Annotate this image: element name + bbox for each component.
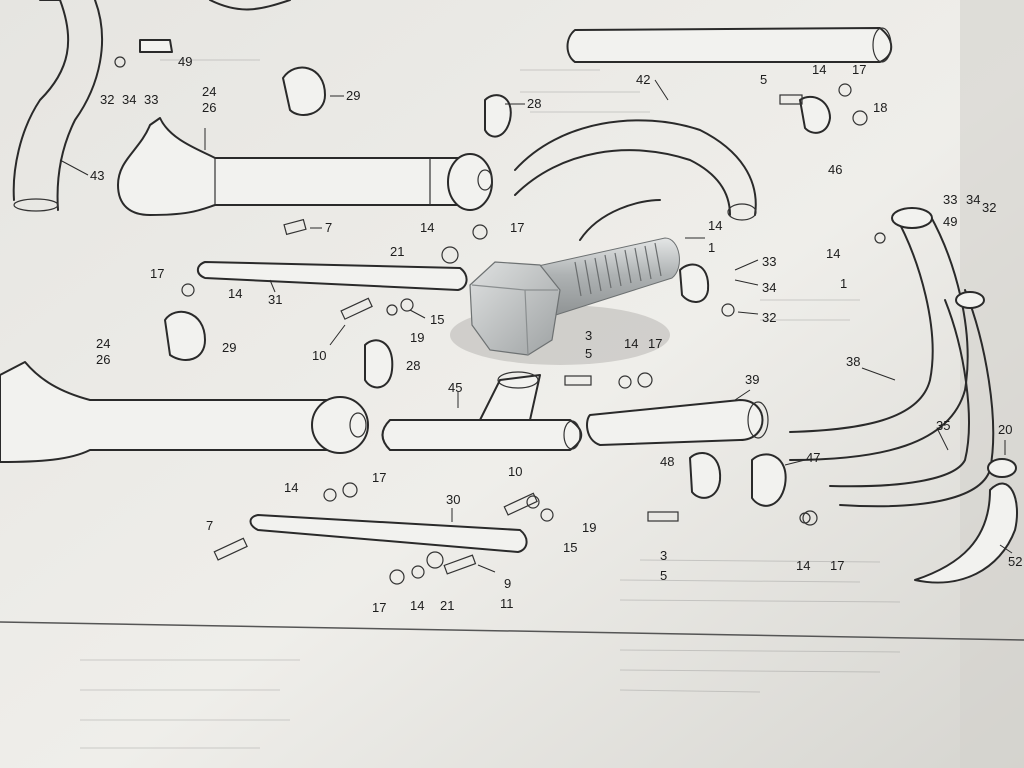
callout-17e: 17 [648,336,662,351]
callout-3b: 3 [660,548,667,563]
leader-lines [59,79,1013,573]
callout-19: 19 [410,330,424,345]
callout-1: 1 [708,240,715,255]
hex-bolt-object [450,237,680,365]
callout-10b: 10 [508,464,522,479]
callout-31: 31 [268,292,282,307]
callout-18: 18 [873,100,887,115]
callout-14c: 14 [228,286,242,301]
callout-34c: 34 [966,192,980,207]
callout-14d: 14 [708,218,722,233]
callout-14g: 14 [284,480,298,495]
page-edge [960,0,1024,768]
callout-42: 42 [636,72,650,87]
callout-14b: 14 [420,220,434,235]
small-hardware [114,56,886,585]
callout-21: 21 [390,244,404,259]
callout-32c: 32 [982,200,996,215]
callout-17b: 17 [510,220,524,235]
callout-32b: 32 [762,310,776,325]
callout-33: 33 [144,92,158,107]
callout-28: 28 [527,96,541,111]
callout-35: 35 [936,418,950,433]
callout-49: 49 [178,54,192,69]
pipe-38 [789,214,934,433]
callout-3: 3 [585,328,592,343]
callout-5: 5 [760,72,767,87]
callout-1b: 1 [840,276,847,291]
callout-38: 38 [846,354,860,369]
callout-7: 7 [325,220,332,235]
callout-26: 26 [202,100,216,115]
callout-29b: 29 [222,340,236,355]
callout-14e: 14 [624,336,638,351]
callout-5b: 5 [585,346,592,361]
clamp-parts [139,39,831,507]
callout-14i: 14 [410,598,424,613]
callout-26b: 26 [96,352,110,367]
callout-17g: 17 [372,470,386,485]
callout-19b: 19 [582,520,596,535]
callout-5c: 5 [660,568,667,583]
callout-14: 14 [812,62,826,77]
pipe-39 [586,399,764,446]
callout-33c: 33 [943,192,957,207]
callout-15: 15 [430,312,444,327]
callout-24: 24 [202,84,216,99]
crossover-pipe-45 [381,419,583,451]
callout-21b: 21 [440,598,454,613]
callout-14h: 14 [796,558,810,573]
callout-34: 34 [122,92,136,107]
callout-11: 11 [500,596,514,611]
callout-10: 10 [312,348,326,363]
exhaust-pipe-43 [12,0,70,201]
callout-52: 52 [1008,554,1022,569]
callout-20: 20 [998,422,1012,437]
callout-39: 39 [745,372,759,387]
callout-48: 48 [660,454,674,469]
callout-17c: 17 [150,266,164,281]
callout-labels: 32 34 33 49 29 24 26 28 43 42 5 14 17 18… [90,54,1022,615]
bracket-30 [249,514,528,553]
callout-45: 45 [448,380,462,395]
callout-33b: 33 [762,254,776,269]
callout-14f: 14 [826,246,840,261]
callout-7b: 7 [206,518,213,533]
callout-34b: 34 [762,280,776,295]
callout-9: 9 [504,576,511,591]
bracket-31 [196,261,468,291]
page-rule-line [0,621,1024,641]
show-through-text [80,59,901,749]
bent-pipe-42 [514,119,757,216]
callout-24b: 24 [96,336,110,351]
callout-17: 17 [852,62,866,77]
heat-shield-52 [914,482,1019,584]
callout-17h: 17 [830,558,844,573]
callout-32: 32 [100,92,114,107]
callout-43: 43 [90,168,104,183]
callout-30: 30 [446,492,460,507]
callout-29: 29 [346,88,360,103]
callout-15b: 15 [563,540,577,555]
callout-47: 47 [806,450,820,465]
callout-17i: 17 [372,600,386,615]
callout-46: 46 [828,162,842,177]
callout-49b: 49 [943,214,957,229]
callout-28b: 28 [406,358,420,373]
pipe-top-right [566,27,893,63]
